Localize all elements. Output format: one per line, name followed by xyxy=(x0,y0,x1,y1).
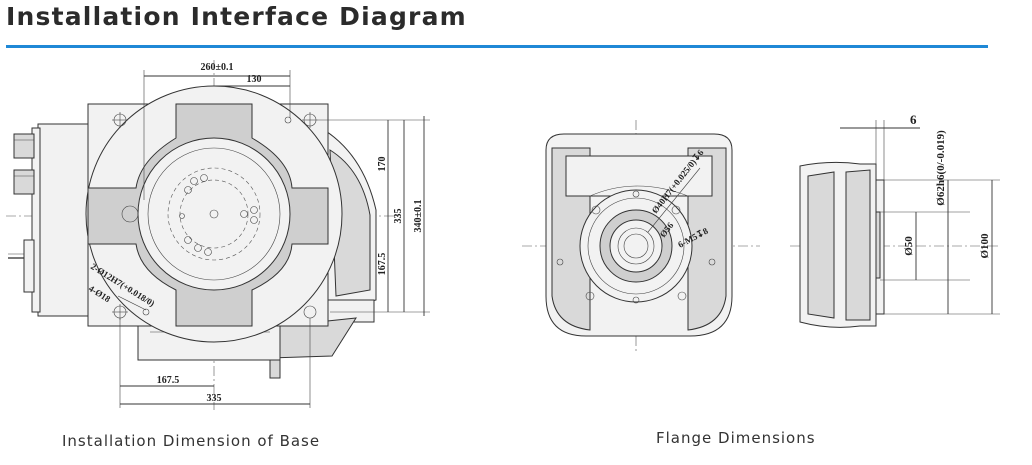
flange-front-drawing: Ø40H7(+0.025/0)↧6 Ø56 6-M5↧8 xyxy=(522,120,760,352)
dim-right-upper: 170 xyxy=(377,157,388,172)
caption-base: Installation Dimension of Base xyxy=(62,432,321,450)
dim-right-total: 340±0.1 xyxy=(413,200,424,233)
dim-flange-shaft: Ø62h6(0/-0.019) xyxy=(935,130,947,206)
caption-flange: Flange Dimensions xyxy=(656,429,816,447)
dim-right-lower: 167.5 xyxy=(377,253,388,276)
dim-right-overall: 335 xyxy=(393,209,404,224)
dim-top-half: 130 xyxy=(247,74,262,85)
dim-top-width: 260±0.1 xyxy=(201,62,234,73)
dim-flange-bore: Ø50 xyxy=(903,236,915,256)
title-underline xyxy=(6,45,988,48)
base-drawing: 260±0.1 130 170 335 340±0.1 167.5 167.5 … xyxy=(6,60,430,410)
dim-bottom-width: 335 xyxy=(207,393,222,404)
dim-flange-thickness: 6 xyxy=(910,112,917,127)
flange-side-drawing: 6 Ø62h6(0/-0.019) Ø50 Ø100 xyxy=(790,112,1000,328)
page-title: Installation Interface Diagram xyxy=(6,2,467,31)
dim-flange-outer: Ø100 xyxy=(979,233,991,259)
dim-bottom-half: 167.5 xyxy=(157,375,180,386)
